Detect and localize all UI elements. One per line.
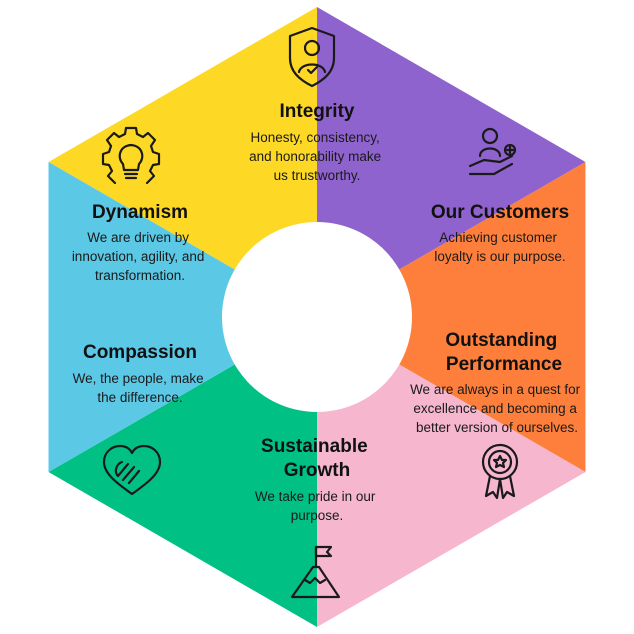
gear-bulb-icon: [101, 126, 161, 185]
segment-title: Dynamism: [92, 202, 188, 223]
hand-person-icon: [468, 127, 517, 176]
segment-description: We are always in a quest for excellence …: [410, 382, 584, 435]
slice-customers: [317, 7, 586, 317]
center-hole: [222, 222, 412, 412]
segment-title: Outstanding Performance: [445, 330, 562, 375]
segment-description: We are driven by innovation, agility, an…: [72, 230, 208, 283]
segment-title: Compassion: [83, 342, 197, 363]
segment-description: Honesty, consistency, and honorability m…: [249, 130, 385, 183]
shield-person-icon: [288, 26, 336, 88]
slice-growth: [317, 317, 586, 627]
segment-compassion: Compassion We, the people, make the diff…: [73, 342, 208, 496]
segment-description: Achieving customer loyalty is our purpos…: [434, 230, 565, 264]
heart-hand-icon: [102, 444, 162, 496]
wheel-slices: [48, 7, 586, 627]
mountain-flag-icon: [290, 545, 341, 599]
segment-title: Our Customers: [431, 202, 569, 223]
segment-growth: Sustainable Growth We take pride in our …: [255, 436, 379, 599]
award-medal-icon: [481, 443, 519, 500]
segment-performance: Outstanding Performance We are always in…: [410, 330, 584, 500]
segment-title: Sustainable Growth: [261, 436, 373, 481]
slice-integrity: [48, 7, 317, 317]
segment-title: Integrity: [280, 101, 355, 122]
segment-description: We, the people, make the difference.: [73, 371, 208, 405]
segment-description: We take pride in our purpose.: [255, 489, 379, 523]
slice-dynamism: [48, 162, 317, 472]
slice-performance: [317, 162, 586, 472]
segment-dynamism: Dynamism We are driven by innovation, ag…: [72, 126, 208, 283]
slice-compassion: [48, 317, 317, 627]
segment-integrity: Integrity Honesty, consistency, and hono…: [249, 26, 385, 183]
segment-customers: Our Customers Achieving customer loyalty…: [431, 127, 569, 264]
